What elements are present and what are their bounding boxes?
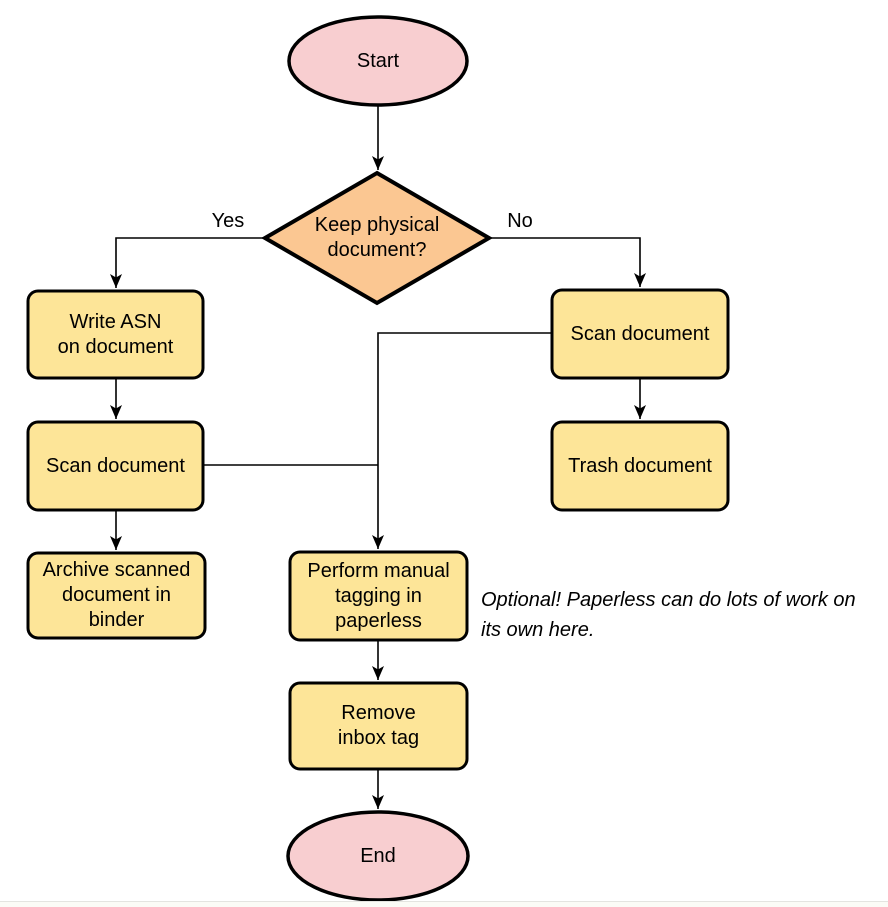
write-asn-node-label: Write ASN on document (57, 310, 174, 358)
optional-note: Optional! Paperless can do lots of work … (481, 589, 856, 641)
write-asn-node-shape (26, 289, 205, 380)
start-node-label: Start (356, 49, 400, 72)
trash-node-label: Trash document (568, 454, 712, 477)
edge-label-no: No (507, 210, 533, 232)
trash-node-shape (550, 420, 730, 512)
end-node-shape (286, 810, 470, 902)
start-node-shape (287, 15, 469, 107)
edge-label-yes: Yes (211, 210, 245, 232)
scan-left-node-shape (26, 420, 205, 512)
remove-inbox-node-label: Remove inbox tag (337, 702, 420, 749)
edge-scanright-to-tagging (372, 332, 552, 549)
tagging-node-shape (288, 550, 469, 642)
edge-decision-yes (110, 237, 265, 288)
decision-node-shape (261, 170, 493, 306)
remove-inbox-node-shape (288, 681, 469, 771)
tagging-node-label: Perform manual tagging in paperless (307, 559, 450, 632)
archive-node-label: Archive scanned document in binder (42, 559, 191, 631)
edge-decision-no (489, 237, 646, 287)
scan-right-node-label: Scan document (570, 322, 710, 345)
scan-left-node-label: Scan document (46, 454, 185, 477)
page-bottom-edge (0, 901, 888, 907)
end-node-label: End (360, 844, 396, 867)
scan-right-node-shape (550, 288, 730, 380)
decision-node-label: Keep physical document? (314, 214, 440, 261)
archive-node-shape (26, 551, 207, 640)
